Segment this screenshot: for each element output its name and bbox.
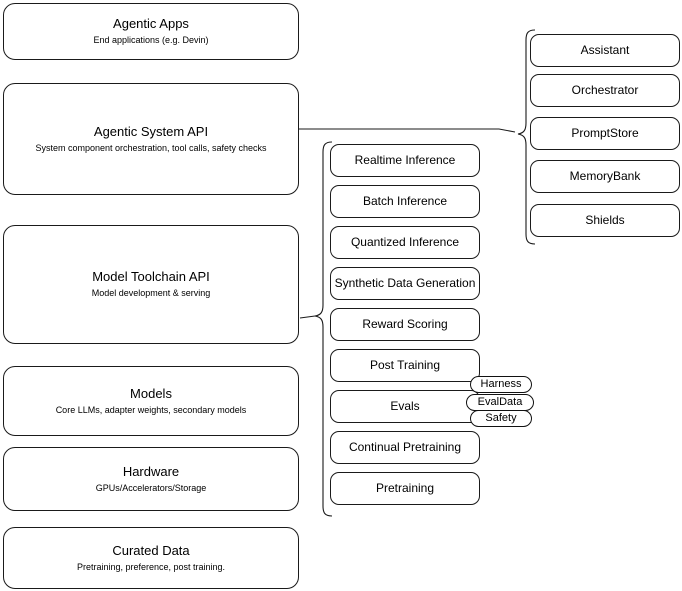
component-assistant[interactable]: Assistant (530, 34, 680, 67)
component-reward-scoring[interactable]: Reward Scoring (330, 308, 480, 341)
component-quantized-inference[interactable]: Quantized Inference (330, 226, 480, 259)
layer-title: Agentic System API (93, 123, 209, 139)
brace-stem (299, 315, 316, 319)
component-label: Shields (585, 213, 625, 227)
layer-subtitle: GPUs/Accelerators/Storage (95, 482, 207, 493)
layer-subtitle: End applications (e.g. Devin) (93, 35, 209, 45)
component-label: Post Training (369, 358, 441, 372)
layer-subtitle: Model development & serving (91, 288, 211, 298)
component-promptstore[interactable]: PromptStore (530, 117, 680, 150)
component-label: PromptStore (571, 126, 639, 140)
component-label: Continual Pretraining (348, 440, 462, 454)
component-evals[interactable]: Evals (330, 390, 480, 423)
layer-models[interactable]: Models Core LLMs, adapter weights, secon… (3, 366, 299, 436)
layer-subtitle: Pretraining, preference, post training. (76, 561, 226, 572)
layer-title: Curated Data (112, 542, 190, 558)
component-label: Assistant (580, 43, 630, 57)
component-realtime-inference[interactable]: Realtime Inference (330, 144, 480, 177)
eval-badge-label: Safety (485, 412, 517, 424)
component-post-training[interactable]: Post Training (330, 349, 480, 382)
component-continual-pretraining[interactable]: Continual Pretraining (330, 431, 480, 464)
layer-agentic-apps[interactable]: Agentic Apps End applications (e.g. Devi… (3, 3, 299, 60)
eval-badge-safety[interactable]: Safety (470, 410, 532, 427)
layer-model-toolchain-api[interactable]: Model Toolchain API Model development & … (3, 225, 299, 344)
layer-subtitle: System component orchestration, tool cal… (35, 142, 267, 153)
connector-system-api-to-components (299, 128, 516, 133)
layer-title: Models (130, 385, 172, 401)
layer-subtitle: Core LLMs, adapter weights, secondary mo… (55, 404, 247, 415)
connector-line (299, 128, 516, 133)
component-shields[interactable]: Shields (530, 204, 680, 237)
component-label: Realtime Inference (354, 153, 456, 167)
eval-badge-harness[interactable]: Harness (470, 376, 532, 393)
component-batch-inference[interactable]: Batch Inference (330, 185, 480, 218)
layer-agentic-system-api[interactable]: Agentic System API System component orch… (3, 83, 299, 195)
component-synthetic-data-generation[interactable]: Synthetic Data Generation (330, 267, 480, 300)
component-label: Reward Scoring (362, 317, 448, 331)
eval-badge-label: EvalData (477, 396, 523, 408)
component-label: Orchestrator (571, 83, 639, 97)
eval-badge-evaldata[interactable]: EvalData (466, 394, 534, 411)
layer-curated-data[interactable]: Curated Data Pretraining, preference, po… (3, 527, 299, 589)
layer-title: Model Toolchain API (92, 269, 210, 284)
component-label: Synthetic Data Generation (334, 276, 476, 290)
eval-badge-label: Harness (480, 378, 522, 390)
layer-hardware[interactable]: Hardware GPUs/Accelerators/Storage (3, 447, 299, 511)
layer-title: Hardware (122, 463, 180, 479)
component-label: Batch Inference (362, 194, 448, 208)
brace-toolchain (299, 141, 333, 517)
component-orchestrator[interactable]: Orchestrator (530, 74, 680, 107)
component-label: Quantized Inference (350, 235, 460, 249)
component-memorybank[interactable]: MemoryBank (530, 160, 680, 193)
layer-title: Agentic Apps (113, 16, 189, 31)
component-label: Evals (390, 399, 420, 413)
component-label: MemoryBank (569, 169, 641, 183)
component-pretraining[interactable]: Pretraining (330, 472, 480, 505)
component-label: Pretraining (375, 481, 435, 495)
